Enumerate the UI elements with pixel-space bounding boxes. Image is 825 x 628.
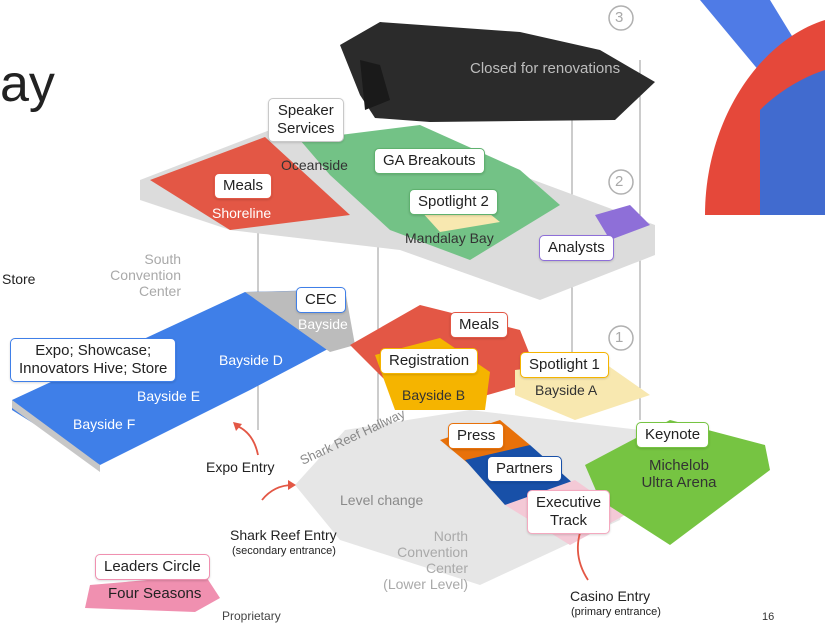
closed-for-renovations-label: Closed for renovations [470, 60, 621, 77]
partners-label: Partners [487, 456, 562, 482]
keynote-label: Keynote [636, 422, 710, 448]
press-label: Press [448, 423, 505, 449]
page-title-fragment: ay [0, 55, 55, 113]
north-convention-floor [295, 410, 640, 585]
analysts-area [595, 205, 650, 240]
store-fragment: Store [2, 271, 36, 287]
casino-entry-sub: (primary entrance) [571, 606, 661, 618]
brand-logo-shapes [700, 0, 825, 215]
speaker-services-label: Speaker Services [268, 98, 344, 142]
four-seasons-label: Four Seasons [108, 585, 202, 602]
ga-breakouts-label: GA Breakouts [374, 148, 485, 174]
michelob-area [585, 420, 770, 545]
four-seasons-area [85, 575, 220, 612]
level-2-number: 2 [615, 173, 624, 190]
bayside-d-label: Bayside D [219, 352, 283, 368]
expo-area [12, 290, 345, 465]
expo-showcase-label: Expo; Showcase; Innovators Hive; Store [10, 338, 177, 382]
oceanside-label: Oceanside [281, 157, 348, 173]
casino-entry-label: Casino Entry [570, 588, 651, 604]
executive-track-label: Executive Track [527, 490, 611, 534]
shoreline-label: Shoreline [212, 205, 272, 221]
level-change-label: Level change [340, 492, 424, 508]
south-convention-center-label: South Convention Center [110, 251, 181, 300]
bayside-b-label: Bayside B [402, 387, 466, 403]
level-markers [608, 5, 634, 351]
footer-proprietary: Proprietary [222, 609, 281, 623]
leaders-circle-label: Leaders Circle [95, 554, 210, 580]
cec-label: CEC [296, 287, 346, 313]
registration-label: Registration [380, 348, 479, 374]
meals-level1-label: Meals [450, 312, 509, 338]
shark-reef-entry-sub: (secondary entrance) [232, 545, 336, 557]
bayside-e-label: Bayside E [137, 388, 201, 404]
bayside-c-label: Bayside C [298, 316, 362, 332]
michelob-ultra-arena-label: Michelob Ultra Arena [641, 457, 717, 492]
bayside-a-label: Bayside A [535, 382, 598, 398]
north-convention-center-label: North Convention Center (Lower Level) [383, 528, 468, 593]
spotlight2-label: Spotlight 2 [409, 189, 498, 215]
level-1-number: 1 [615, 329, 624, 346]
page-number: 16 [762, 611, 775, 623]
meals-level2-label: Meals [214, 173, 273, 199]
shark-reef-entry-label: Shark Reef Entry [230, 527, 337, 543]
bayside-f-label: Bayside F [73, 416, 136, 432]
spotlight1-label: Spotlight 1 [520, 352, 609, 378]
level-3-number: 3 [615, 9, 624, 26]
expo-entry-label: Expo Entry [206, 459, 275, 475]
mandalay-bay-label: Mandalay Bay [405, 230, 494, 246]
analysts-label: Analysts [539, 235, 614, 261]
level-3-floor [340, 22, 655, 122]
